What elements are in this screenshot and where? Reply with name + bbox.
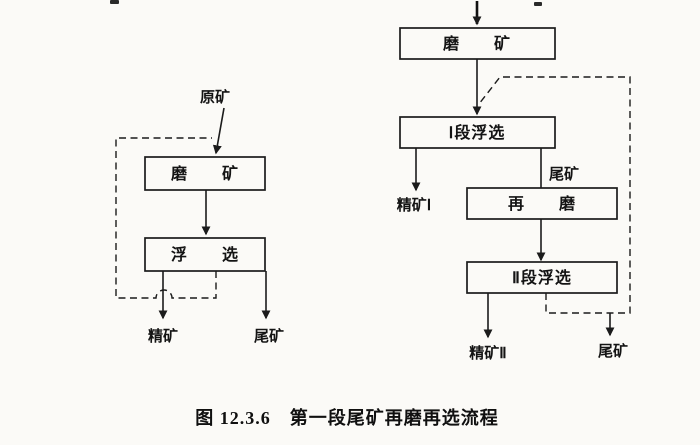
scan-mark xyxy=(110,0,119,4)
right-mid-tailings-label: 尾矿 xyxy=(549,165,579,183)
right-tailings-label: 尾矿 xyxy=(598,342,628,360)
left-feed-arrow xyxy=(212,107,225,155)
right-recycle-dashed-path xyxy=(478,76,631,314)
left-flotation-box-label: 浮 选 xyxy=(171,245,239,264)
right-stage1-flotation-box-label: Ⅰ段浮选 xyxy=(449,123,506,142)
right-regrind-box xyxy=(466,187,618,220)
right-concentrate1-label: 精矿Ⅰ xyxy=(397,196,431,214)
scan-mark xyxy=(534,2,542,6)
left-concentrate-label: 精矿 xyxy=(148,327,178,345)
left-grind-box-label: 磨 矿 xyxy=(171,164,239,183)
left-grind-box xyxy=(144,156,266,191)
right-stage2-flotation-box xyxy=(466,261,618,294)
right-stage2-flotation-box-label: Ⅱ段浮选 xyxy=(512,268,572,287)
right-regrind-box-label: 再 磨 xyxy=(508,194,576,213)
left-feed-label: 原矿 xyxy=(200,88,230,106)
right-grind-box xyxy=(399,27,556,60)
right-stage1-flotation-box xyxy=(399,116,556,149)
right-concentrate2-label: 精矿Ⅱ xyxy=(469,344,506,362)
left-tailings-label: 尾矿 xyxy=(254,327,284,345)
left-flotation-box xyxy=(144,237,266,272)
right-grind-box-label: 磨 矿 xyxy=(443,34,511,53)
figure-caption: 图 12.3.6 第一段尾矿再磨再选流程 xyxy=(195,407,499,428)
